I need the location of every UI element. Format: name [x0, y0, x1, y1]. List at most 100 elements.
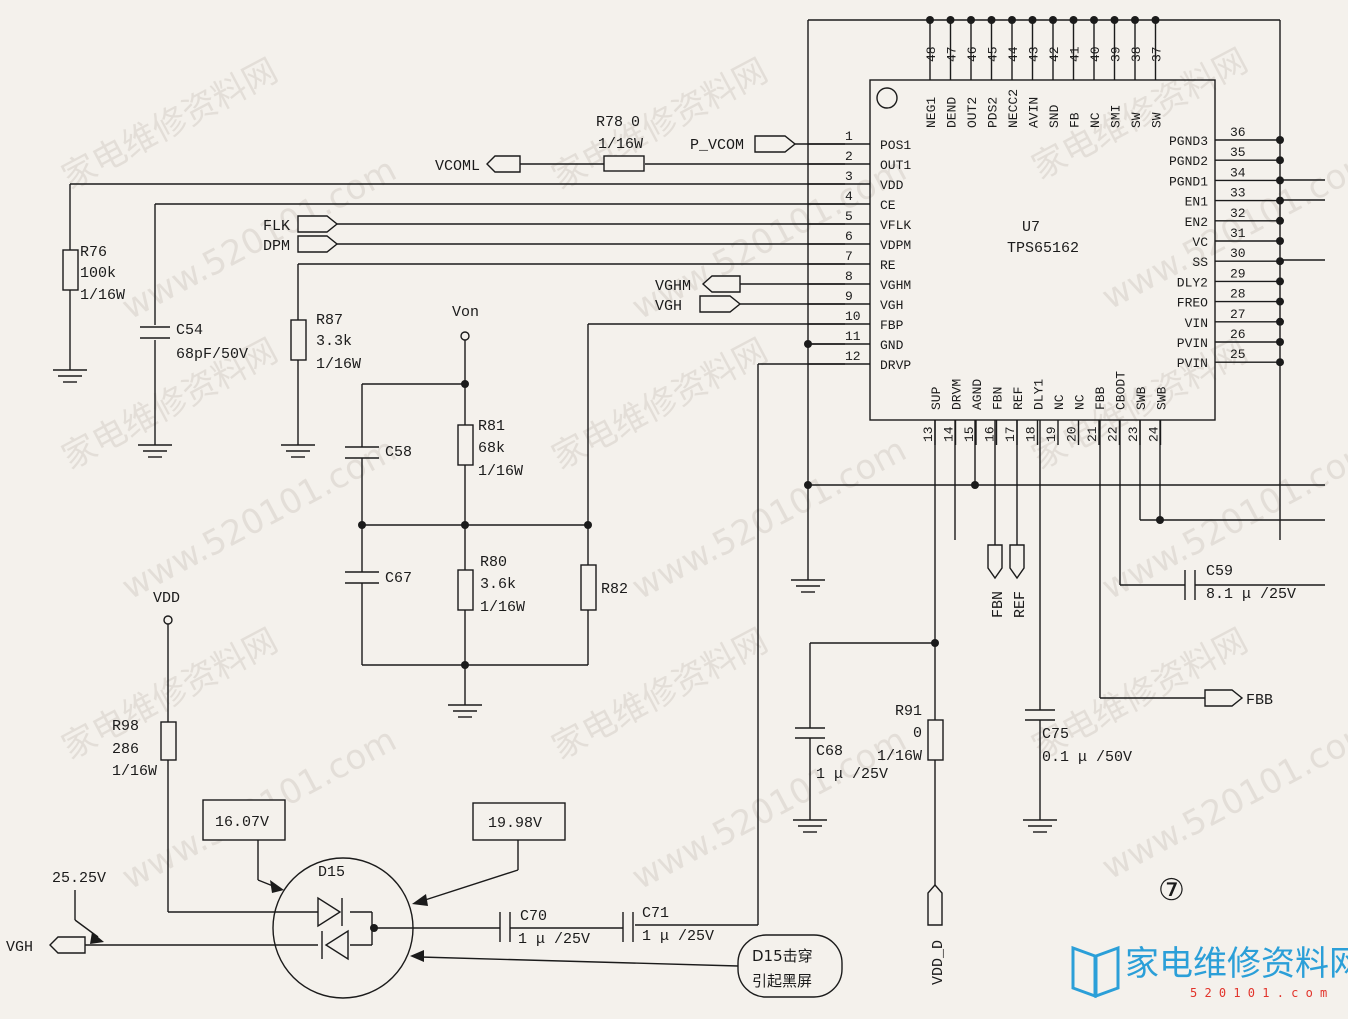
resistor-r82: [580, 564, 597, 611]
pin-number: 48: [924, 46, 939, 62]
pin-number: 31: [1230, 226, 1246, 241]
note-bubble: D15击穿 引起黑屏: [410, 934, 843, 998]
label-von: Von: [452, 304, 479, 321]
pin-number: 19: [1044, 426, 1059, 442]
pin-name: FBN: [991, 387, 1006, 410]
ref-c58: C58: [385, 444, 412, 461]
capacitor-c68: [795, 727, 825, 739]
measurements: 16.07V 19.98V 25.25V: [52, 799, 566, 944]
pin-name: FB: [1068, 112, 1083, 128]
capacitor-c67: [345, 571, 379, 584]
val-r81: 68k: [478, 440, 505, 457]
pin-name: PGND3: [1169, 134, 1208, 149]
logo-text: 家电维修资料网: [1125, 944, 1348, 984]
logo-url: 5 2 0 1 0 1 . c o m: [1190, 986, 1327, 1000]
d15-highlight-circle: [272, 857, 414, 999]
pin-name: VFLK: [880, 218, 911, 233]
chip-ref: U7: [1022, 219, 1040, 236]
capacitor-c54: [140, 326, 170, 339]
label-vdd: VDD: [153, 590, 180, 607]
port-vcoml: [486, 155, 521, 173]
ref-r91: R91: [895, 703, 922, 720]
port-ref: [1009, 544, 1025, 580]
pin-number: 11: [845, 329, 861, 344]
pin-number: 39: [1109, 46, 1124, 62]
pin-name: DLY1: [1032, 379, 1047, 410]
pin-name: SW: [1150, 112, 1165, 128]
pin-name: FBB: [1093, 386, 1108, 410]
val-c70: 1 μ /25V: [518, 931, 590, 948]
pin-name: PVIN: [1177, 356, 1208, 371]
pin-number: 37: [1150, 46, 1165, 62]
val-c75: 0.1 μ /50V: [1042, 749, 1132, 766]
label-vghm: VGHM: [655, 278, 691, 295]
pin-name: SWB: [1155, 386, 1170, 410]
pin-name: NC: [1088, 112, 1103, 128]
book-logo-icon: [1071, 945, 1120, 999]
pin-name: SS: [1192, 255, 1208, 270]
pin-number: 6: [845, 229, 853, 244]
pins-right: 36PGND335PGND234PGND133EN132EN231VC30SS2…: [1169, 125, 1284, 371]
chip-body: [869, 79, 1216, 421]
ref-c70: C70: [520, 908, 547, 925]
ref-r80: R80: [480, 554, 507, 571]
pin-name: EN1: [1185, 195, 1209, 210]
ref-d15: D15: [318, 864, 345, 881]
pin-number: 32: [1230, 206, 1246, 221]
rating-r81: 1/16W: [478, 463, 523, 480]
capacitors: [140, 326, 1196, 942]
port-vgh-in: [699, 295, 742, 313]
pin-name: NC: [1052, 394, 1067, 410]
ground-icon: [791, 579, 825, 593]
site-logo: 家电维修资料网 5 2 0 1 0 1 . c o m: [1071, 944, 1348, 1000]
ground-icon: [793, 819, 827, 833]
pin-number: 46: [965, 46, 980, 62]
pin-number: 47: [945, 46, 960, 62]
pin-name: NECC2: [1006, 89, 1021, 128]
label-vdd-d: VDD_D: [930, 940, 947, 985]
watermark-cn: 家电维修资料网: [55, 51, 284, 198]
val-r80: 3.6k: [480, 576, 516, 593]
measure-20v: 19.98V: [488, 815, 542, 832]
resistor-r91: [927, 719, 944, 761]
pin-number: 38: [1129, 46, 1144, 62]
terminal-vdd: [163, 615, 173, 625]
pin-number: 17: [1003, 426, 1018, 442]
pin-number: 8: [845, 269, 853, 284]
pin-name: POS1: [880, 138, 911, 153]
rating-r91: 1/16W: [877, 748, 922, 765]
pin-number: 10: [845, 309, 861, 324]
diode-d15: [272, 857, 414, 999]
pin-name: DEND: [945, 97, 960, 128]
chip-part: TPS65162: [1007, 240, 1079, 257]
pin-number: 13: [921, 426, 936, 442]
pin-number: 44: [1006, 46, 1021, 62]
port-fbb: [1204, 689, 1244, 707]
pins-top: 48NEG147DEND46OUT245PDS244NECC243AVIN42S…: [924, 16, 1165, 128]
pin-number: 43: [1027, 46, 1042, 62]
val-r76: 100k: [80, 265, 116, 282]
ref-r82: R82: [601, 581, 628, 598]
label-vgh-out: VGH: [6, 939, 33, 956]
pin-name: PVIN: [1177, 336, 1208, 351]
page-marker: ⑦: [1158, 873, 1185, 908]
component-labels: R78 0 1/16W R76 100k 1/16W C54 68pF/50V …: [80, 114, 1296, 948]
ground-icon: [1023, 819, 1057, 833]
measure-25v: 25.25V: [52, 870, 106, 887]
port-p-vcom: [754, 135, 797, 153]
watermark-cn: 家电维修资料网: [545, 51, 774, 198]
pin-name: VIN: [1185, 316, 1208, 331]
rating-r87: 1/16W: [316, 356, 361, 373]
pin-number: 4: [845, 189, 853, 204]
watermark-cn: 家电维修资料网: [55, 331, 284, 478]
val-r91: 0: [913, 725, 922, 742]
pin-number: 14: [942, 426, 957, 442]
pin-name: OUT1: [880, 158, 911, 173]
port-flk: [297, 215, 339, 233]
ground-symbols: [53, 369, 1057, 833]
capacitor-c70: [499, 912, 511, 942]
pin-number: 24: [1147, 426, 1162, 442]
pin-name: VC: [1192, 235, 1208, 250]
watermark-url: www.520101.com: [625, 720, 912, 898]
